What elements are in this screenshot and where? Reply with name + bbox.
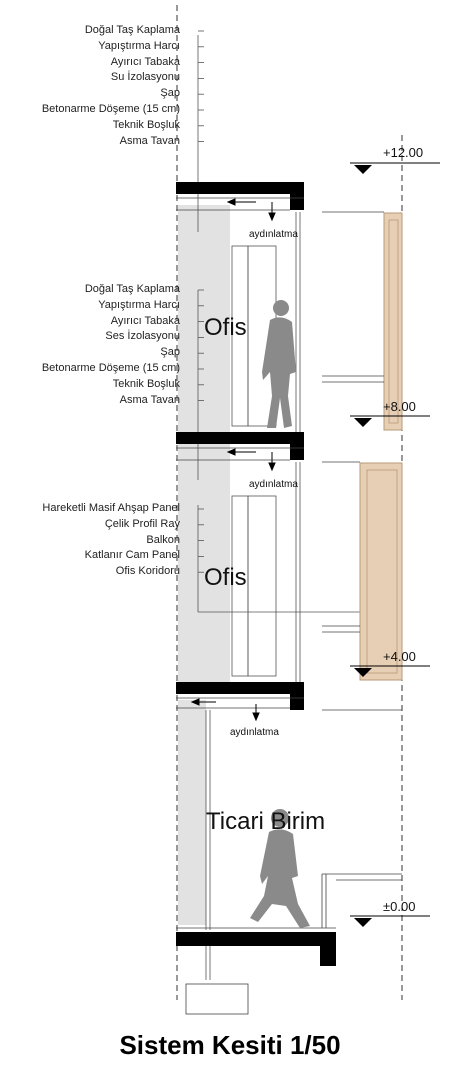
slab-4	[176, 682, 304, 710]
room-label-office-upper: Ofis	[204, 314, 247, 341]
facade-label-4: Ofis Koridoru	[115, 565, 180, 578]
slab-0	[176, 932, 336, 966]
wood-panel-lower	[359, 462, 403, 681]
wall-fill-upper	[178, 205, 230, 685]
floor-layer-label-top-2: Ayırıcı Tabaka	[110, 55, 180, 68]
level-label-0: ±0.00	[383, 899, 416, 914]
floor-layer-label-mid-1: Yapıştırma Harcı	[98, 298, 180, 311]
floor-layer-label-top-5: Betonarme Döşeme (15 cm)	[41, 103, 180, 115]
level-marker-0	[350, 915, 430, 927]
wood-panel-upper	[383, 212, 403, 431]
room-label-commercial: Ticari Birim	[206, 808, 326, 835]
level-marker-4	[350, 665, 430, 677]
drawing-title: Sistem Kesiti 1/50	[119, 1030, 341, 1060]
floor-layer-label-mid-7: Asma Tavan	[119, 393, 180, 406]
level-label-4: +4.00	[383, 649, 416, 664]
floor-layer-label-top-4: Şap	[160, 87, 180, 100]
level-marker-8	[350, 415, 430, 427]
floor-layer-label-mid-5: Betonarme Döşeme (15 cm)	[41, 362, 180, 374]
facade-label-0: Hareketli Masif Ahşap Panel	[42, 502, 180, 514]
person-figure-office	[262, 300, 296, 428]
slab-12	[176, 182, 304, 210]
lighting-label-upper: aydınlatma	[249, 229, 298, 240]
facade-label-1: Çelik Profil Ray	[104, 517, 180, 530]
floor-layer-label-top-1: Yapıştırma Harcı	[98, 39, 180, 52]
floor-layer-label-mid-2: Ayırıcı Tabaka	[110, 314, 180, 327]
level-label-8: +8.00	[383, 399, 416, 414]
lighting-arrows	[190, 198, 276, 722]
facade-label-3: Katlanır Cam Panel	[84, 549, 180, 562]
floor-layer-label-top-3: Su İzolasyonu	[110, 71, 180, 84]
lighting-label-lower: aydınlatma	[230, 727, 279, 738]
wall-fill-lower	[178, 700, 206, 925]
floor-layer-label-mid-6: Teknik Boşluk	[112, 377, 180, 390]
facade-glazing	[205, 212, 301, 980]
level-marker-12	[350, 162, 440, 174]
lighting-label-mid: aydınlatma	[249, 479, 298, 490]
room-label-office-lower: Ofis	[204, 564, 247, 591]
floor-layer-label-mid-4: Şap	[160, 346, 180, 359]
level-label-12: +12.00	[383, 145, 424, 160]
facade-label-2: Balkon	[146, 533, 180, 546]
foundation	[185, 983, 249, 1015]
floor-layer-label-mid-0: Doğal Taş Kaplama	[84, 283, 180, 295]
floor-layer-label-mid-3: Ses İzolasyonu	[105, 330, 180, 343]
person-figure-shop	[250, 809, 310, 928]
slab-8	[176, 432, 304, 460]
floor-layer-label-top-0: Doğal Taş Kaplama	[84, 24, 180, 36]
floor-layer-label-top-7: Asma Tavan	[119, 134, 180, 147]
floor-layer-label-top-6: Teknik Boşluk	[112, 118, 180, 131]
